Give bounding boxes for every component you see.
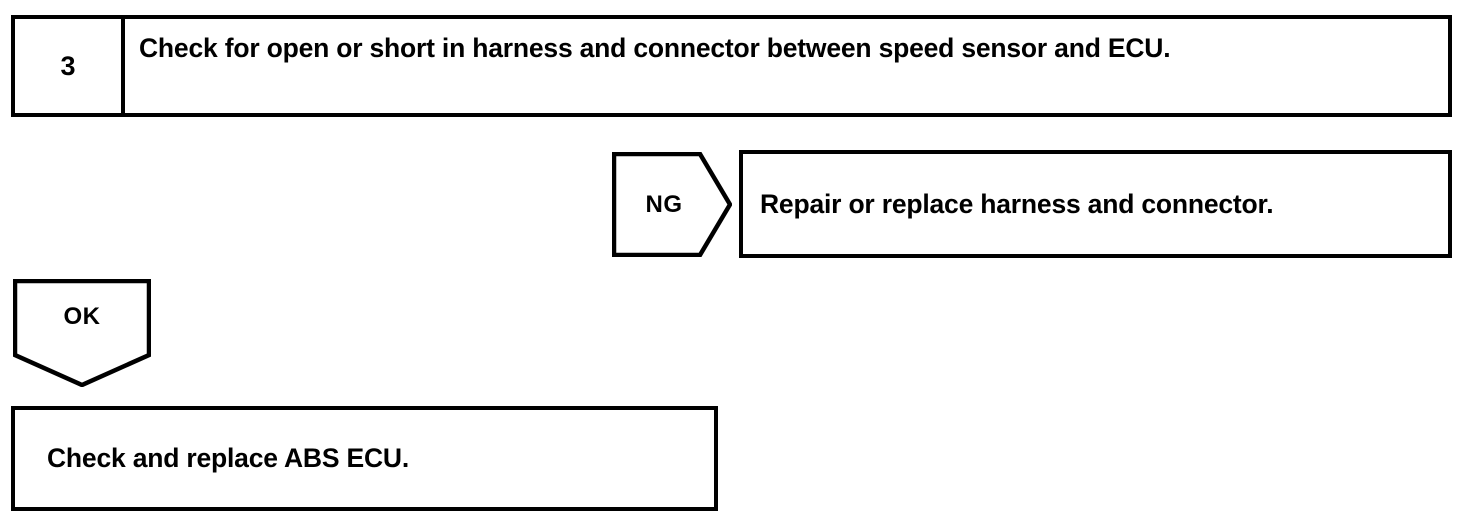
step-instruction-text: Check for open or short in harness and c… bbox=[139, 33, 1171, 63]
ok-branch-label: OK bbox=[63, 303, 101, 330]
ng-result-box: Repair or replace harness and connector. bbox=[739, 150, 1452, 258]
ng-branch-label: NG bbox=[645, 190, 683, 218]
ok-result-box: Check and replace ABS ECU. bbox=[11, 406, 718, 511]
step-number: 3 bbox=[60, 50, 76, 81]
ng-result-text: Repair or replace harness and connector. bbox=[760, 188, 1274, 219]
step-box: 3 Check for open or short in harness and… bbox=[11, 15, 1452, 117]
ok-result-text: Check and replace ABS ECU. bbox=[47, 443, 409, 474]
ng-arrow-icon bbox=[612, 152, 732, 257]
step-number-cell: 3 bbox=[15, 19, 125, 113]
ok-arrow-icon bbox=[13, 279, 151, 387]
step-instruction-cell: Check for open or short in harness and c… bbox=[125, 19, 1448, 113]
